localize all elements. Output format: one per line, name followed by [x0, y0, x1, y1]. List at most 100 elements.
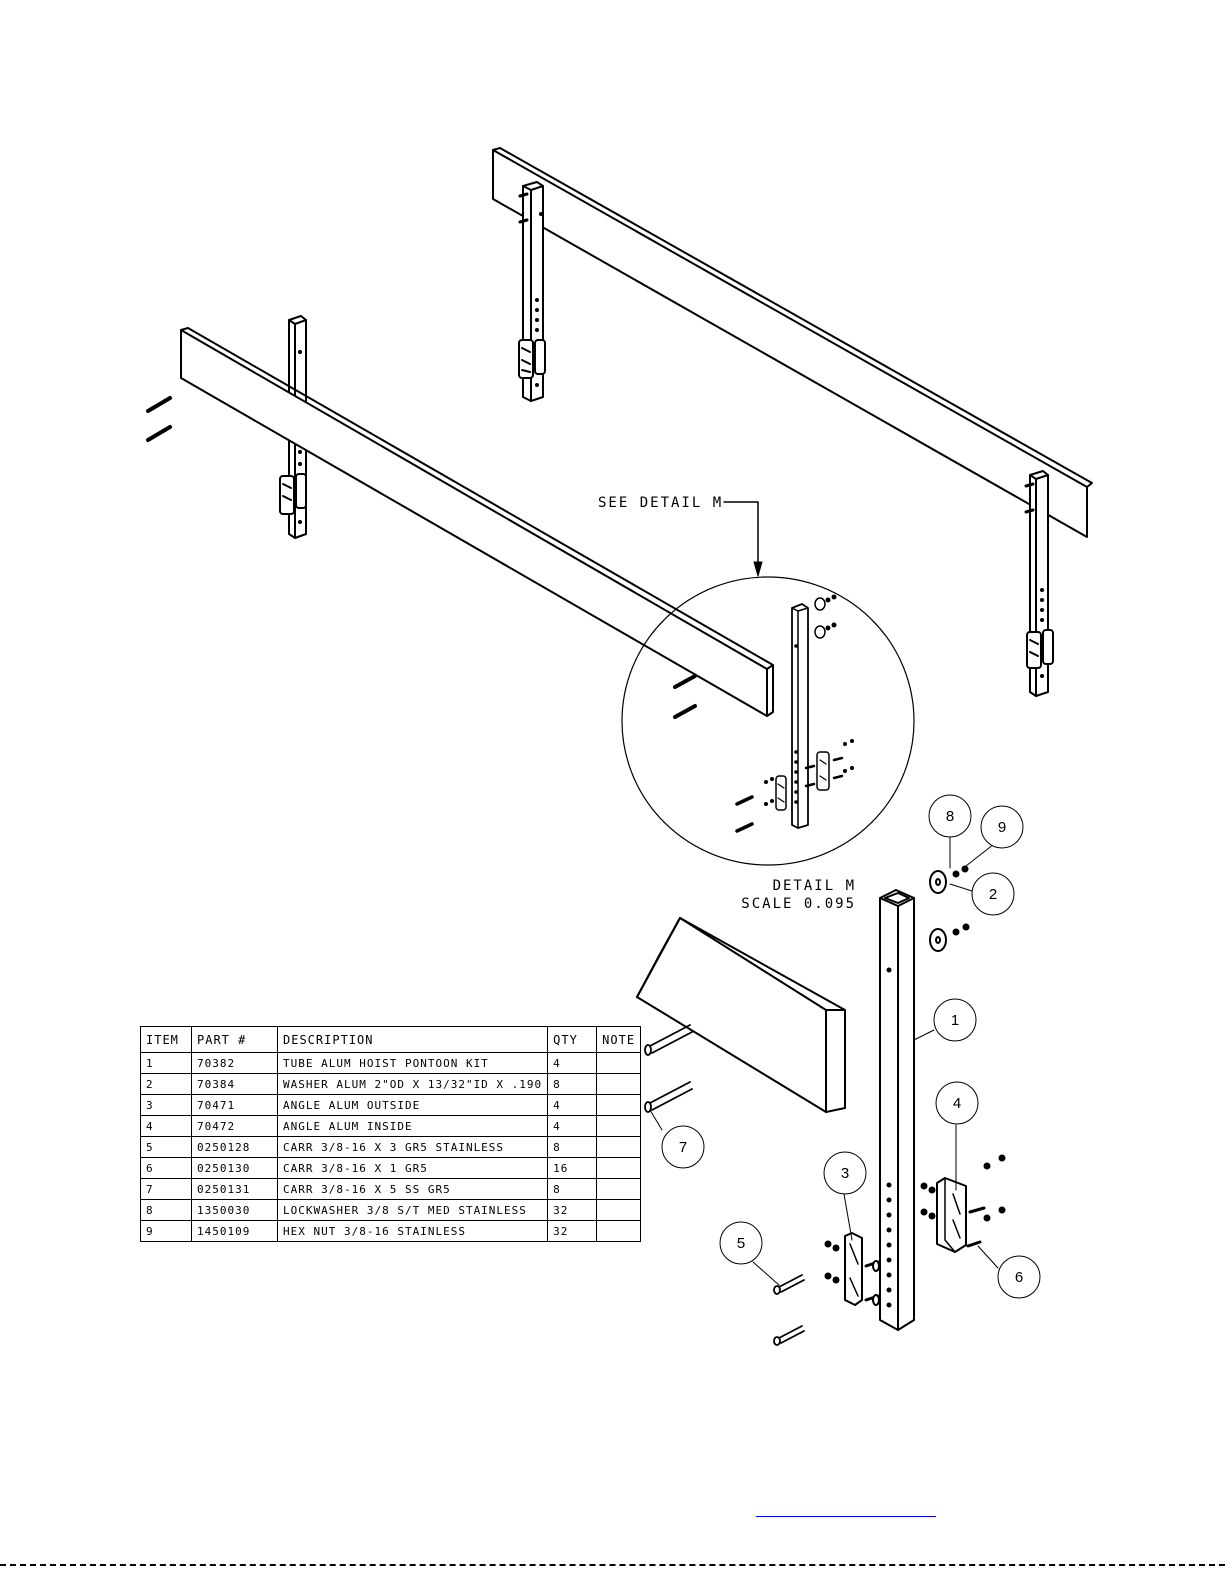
tube-back-right [1024, 470, 1054, 697]
balloon-circle [980, 805, 1024, 849]
cell-description: HEX NUT 3/8-16 STAINLESS [276, 1220, 549, 1242]
angle-outside-item-3 [824, 1232, 880, 1306]
balloon-item-2: 2 [971, 872, 1015, 916]
see-detail-label: SEE DETAIL M [598, 495, 723, 511]
cell-qty: 32 [547, 1220, 598, 1242]
cell-note [596, 1157, 642, 1179]
balloon-circle [719, 1221, 763, 1265]
cell-note [596, 1178, 642, 1200]
cell-description: CARR 3/8-16 X 1 GR5 [276, 1157, 549, 1179]
balloon-item-6: 6 [997, 1255, 1041, 1299]
col-header-description: DESCRIPTION [276, 1026, 549, 1053]
balloon-item-4: 4 [935, 1081, 979, 1125]
cell-note [596, 1073, 642, 1095]
carriage-bolts-detail-left [673, 674, 697, 719]
detail-title: DETAIL M [773, 878, 856, 894]
balloon-item-3: 3 [823, 1151, 867, 1195]
cell-part: 70472 [191, 1115, 278, 1137]
washer-set-upper [929, 865, 970, 952]
cell-qty: 4 [547, 1094, 598, 1116]
detail-scale: SCALE 0.095 [741, 896, 856, 912]
cell-part: 1350030 [191, 1199, 278, 1221]
cell-item: 5 [140, 1136, 192, 1158]
balloon-circle [933, 998, 977, 1042]
cell-description: CARR 3/8-16 X 5 SS GR5 [276, 1178, 549, 1200]
balloon-circle [997, 1255, 1041, 1299]
balloon-circle [928, 794, 972, 838]
cell-qty: 32 [547, 1199, 598, 1221]
tube-back-left [518, 181, 546, 402]
cell-part: 1450109 [191, 1220, 278, 1242]
balloon-label: 1 [951, 1012, 959, 1029]
cell-description: LOCKWASHER 3/8 S/T MED STAINLESS [276, 1199, 549, 1221]
cell-qty: 8 [547, 1178, 598, 1200]
balloon-label: 3 [841, 1165, 849, 1182]
balloon-circle [823, 1151, 867, 1195]
board-end-detail [636, 917, 846, 1113]
cell-note [596, 1094, 642, 1116]
balloon-label: 5 [737, 1235, 745, 1252]
balloon-item-1: 1 [933, 998, 977, 1042]
cell-item: 9 [140, 1220, 192, 1242]
page-bottom-rule [0, 1564, 1225, 1566]
cell-qty: 8 [547, 1136, 598, 1158]
balloon-leaders [649, 834, 999, 1286]
cell-description: TUBE ALUM HOIST PONTOON KIT [276, 1052, 549, 1074]
cell-qty: 8 [547, 1073, 598, 1095]
balloon-item-9: 9 [980, 805, 1024, 849]
balloon-label: 9 [998, 819, 1006, 836]
carriage-bolt-item-5 [773, 1274, 805, 1346]
col-header-note: NOTE [596, 1026, 642, 1053]
angle-inside-item-4 [920, 1154, 1006, 1253]
balloon-label: 7 [679, 1139, 687, 1156]
balloon-item-8: 8 [928, 794, 972, 838]
balloon-label: 6 [1015, 1269, 1023, 1286]
cell-part: 70384 [191, 1073, 278, 1095]
col-header-item: ITEM [140, 1026, 192, 1053]
detail-leader-line [723, 501, 759, 572]
tube-enlarged [879, 889, 915, 1331]
cell-item: 3 [140, 1094, 192, 1116]
table-header-row: ITEM PART # DESCRIPTION QTY NOTE [140, 1026, 642, 1053]
cell-item: 2 [140, 1073, 192, 1095]
balloon-item-7: 7 [661, 1125, 705, 1169]
detail-m-circle [621, 576, 915, 866]
cell-description: ANGLE ALUM INSIDE [276, 1115, 549, 1137]
cell-item: 6 [140, 1157, 192, 1179]
cell-part: 70471 [191, 1094, 278, 1116]
cell-item: 8 [140, 1199, 192, 1221]
cell-description: WASHER ALUM 2"OD X 13/32"ID X .190 [276, 1073, 549, 1095]
balloon-circle [971, 872, 1015, 916]
balloon-label: 4 [953, 1095, 961, 1112]
back-pontoon-board [492, 147, 1093, 538]
cell-note [596, 1052, 642, 1074]
col-header-qty: QTY [547, 1026, 598, 1053]
cell-note [596, 1136, 642, 1158]
cell-note [596, 1115, 642, 1137]
col-header-part: PART # [191, 1026, 278, 1053]
cell-qty: 4 [547, 1052, 598, 1074]
cell-description: ANGLE ALUM OUTSIDE [276, 1094, 549, 1116]
balloon-label: 8 [946, 808, 954, 825]
cell-note [596, 1220, 642, 1242]
cell-part: 70382 [191, 1052, 278, 1074]
detail-leader-arrow [753, 561, 763, 577]
cell-qty: 4 [547, 1115, 598, 1137]
cell-item: 7 [140, 1178, 192, 1200]
footer-link-underline[interactable] [756, 1516, 936, 1517]
cell-part: 0250131 [191, 1178, 278, 1200]
carriage-bolts-front-left [146, 396, 172, 442]
carriage-bolt-item-7 [644, 1024, 693, 1113]
cell-item: 4 [140, 1115, 192, 1137]
front-pontoon-board [180, 327, 774, 717]
balloon-label: 2 [989, 886, 997, 903]
